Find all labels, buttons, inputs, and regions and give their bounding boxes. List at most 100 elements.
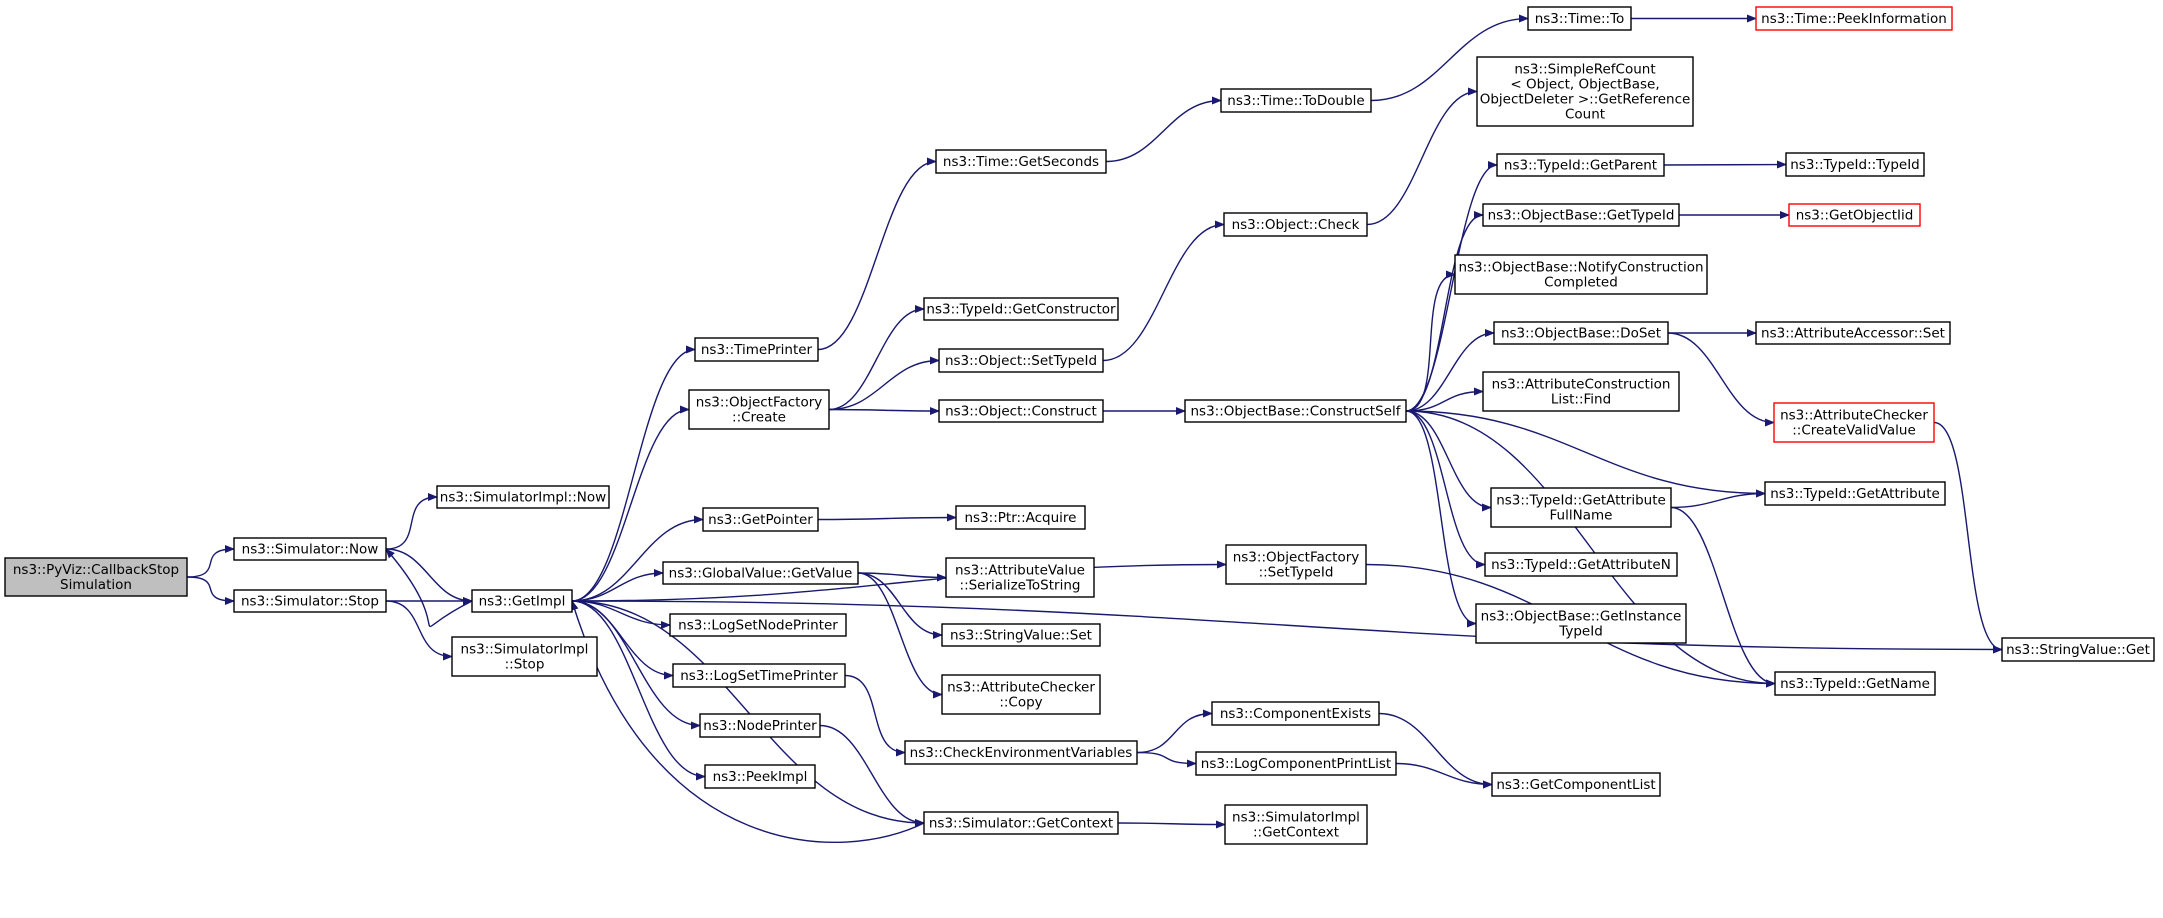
node-objbase-constructself[interactable]: ns3::ObjectBase::ConstructSelf xyxy=(1184,399,1407,423)
node-attrchecker-createvalidvalue[interactable]: ns3::AttributeChecker::CreateValidValue xyxy=(1773,402,1935,443)
node-box[interactable] xyxy=(1490,487,1672,528)
node-box[interactable] xyxy=(1211,701,1380,726)
node-box[interactable] xyxy=(1482,371,1680,412)
node-typeid-getparent[interactable]: ns3::TypeId::GetParent xyxy=(1496,153,1665,177)
node-simimpl-getcontext[interactable]: ns3::SimulatorImpl::GetContext xyxy=(1224,804,1368,845)
node-box[interactable] xyxy=(1493,321,1669,345)
node-attraccessor-set[interactable]: ns3::AttributeAccessor::Set xyxy=(1755,321,1951,345)
node-componentexists[interactable]: ns3::ComponentExists xyxy=(1211,701,1380,726)
node-checkenv[interactable]: ns3::CheckEnvironmentVariables xyxy=(904,740,1138,765)
node-nodeprinter[interactable]: ns3::NodePrinter xyxy=(699,713,821,738)
node-box[interactable] xyxy=(451,636,598,677)
node-box[interactable] xyxy=(471,589,573,613)
node-sim-getcontext[interactable]: ns3::Simulator::GetContext xyxy=(923,811,1119,835)
node-box[interactable] xyxy=(1184,399,1407,423)
node-box[interactable] xyxy=(1224,804,1368,845)
node-getobjectiid[interactable]: ns3::GetObjectIid xyxy=(1788,203,1921,227)
node-ptr-acquire[interactable]: ns3::Ptr::Acquire xyxy=(955,505,1086,530)
node-box[interactable] xyxy=(1788,203,1921,227)
node-peekimpl[interactable]: ns3::PeekImpl xyxy=(704,764,816,789)
node-sim-now[interactable]: ns3::Simulator::Now xyxy=(233,537,387,561)
node-box[interactable] xyxy=(955,505,1086,530)
node-getpointer[interactable]: ns3::GetPointer xyxy=(702,507,819,532)
node-typeid-getattributen[interactable]: ns3::TypeId::GetAttributeN xyxy=(1484,552,1678,577)
node-time-to[interactable]: ns3::Time::To xyxy=(1527,6,1632,31)
node-box[interactable] xyxy=(1484,552,1678,577)
node-box[interactable] xyxy=(233,589,387,613)
node-box[interactable] xyxy=(2001,637,2155,662)
node-time-peekinformation[interactable]: ns3::Time::PeekInformation xyxy=(1755,6,1953,31)
node-box[interactable] xyxy=(436,485,610,509)
node-box[interactable] xyxy=(945,557,1095,598)
node-box[interactable] xyxy=(1773,402,1935,443)
node-box[interactable] xyxy=(1195,751,1397,776)
node-box[interactable] xyxy=(704,764,816,789)
node-box[interactable] xyxy=(923,811,1119,835)
node-typeid-getconstructor[interactable]: ns3::TypeId::GetConstructor xyxy=(923,297,1119,321)
node-logsetnodeprinter[interactable]: ns3::LogSetNodePrinter xyxy=(669,613,847,637)
node-box[interactable] xyxy=(935,149,1107,174)
node-box[interactable] xyxy=(1220,88,1372,113)
node-box[interactable] xyxy=(941,623,1101,647)
node-stringvalue-get[interactable]: ns3::StringValue::Get xyxy=(2001,637,2155,662)
node-box[interactable] xyxy=(688,389,830,430)
node-objbase-gettypeid[interactable]: ns3::ObjectBase::GetTypeId xyxy=(1482,203,1680,227)
node-objfactory-settypeid[interactable]: ns3::ObjectFactory::SetTypeId xyxy=(1225,544,1367,585)
node-simimpl-now[interactable]: ns3::SimulatorImpl::Now xyxy=(436,485,610,509)
node-logsettimeprinter[interactable]: ns3::LogSetTimePrinter xyxy=(672,663,846,688)
node-box[interactable] xyxy=(941,674,1101,715)
node-box[interactable] xyxy=(938,399,1104,423)
node-box[interactable] xyxy=(1755,321,1951,345)
node-getcomponentlist[interactable]: ns3::GetComponentList xyxy=(1491,772,1661,797)
node-sim-stop[interactable]: ns3::Simulator::Stop xyxy=(233,589,387,613)
node-objfactory-create[interactable]: ns3::ObjectFactory::Create xyxy=(688,389,830,430)
node-object-construct[interactable]: ns3::Object::Construct xyxy=(938,399,1104,423)
node-box[interactable] xyxy=(1491,772,1661,797)
node-objbase-doset[interactable]: ns3::ObjectBase::DoSet xyxy=(1493,321,1669,345)
node-globalvalue-getvalue[interactable]: ns3::GlobalValue::GetValue xyxy=(662,561,859,585)
node-typeid-typeid[interactable]: ns3::TypeId::TypeId xyxy=(1785,152,1925,177)
node-box[interactable] xyxy=(1223,212,1368,237)
node-time-getseconds[interactable]: ns3::Time::GetSeconds xyxy=(935,149,1107,174)
node-box[interactable] xyxy=(1755,6,1953,31)
node-typeid-getattribute[interactable]: ns3::TypeId::GetAttribute xyxy=(1764,481,1946,506)
node-attrchecker-copy[interactable]: ns3::AttributeChecker::Copy xyxy=(941,674,1101,715)
node-box[interactable] xyxy=(923,297,1119,321)
node-box[interactable] xyxy=(694,337,819,362)
node-box[interactable] xyxy=(669,613,847,637)
node-box[interactable] xyxy=(1774,671,1936,696)
node-time-todouble[interactable]: ns3::Time::ToDouble xyxy=(1220,88,1372,113)
node-logcomponentprintlist[interactable]: ns3::LogComponentPrintList xyxy=(1195,751,1397,776)
node-box[interactable] xyxy=(1225,544,1367,585)
node-objbase-notify[interactable]: ns3::ObjectBase::NotifyConstructionCompl… xyxy=(1454,254,1708,295)
node-box[interactable] xyxy=(1482,203,1680,227)
node-box[interactable] xyxy=(1475,603,1687,644)
node-object-check[interactable]: ns3::Object::Check xyxy=(1223,212,1368,237)
node-timeprinter[interactable]: ns3::TimePrinter xyxy=(694,337,819,362)
node-typeid-getname[interactable]: ns3::TypeId::GetName xyxy=(1774,671,1936,696)
node-simplerefcount[interactable]: ns3::SimpleRefCount< Object, ObjectBase,… xyxy=(1476,56,1694,127)
node-box[interactable] xyxy=(699,713,821,738)
node-object-settypeid[interactable]: ns3::Object::SetTypeId xyxy=(938,348,1104,373)
node-box[interactable] xyxy=(1785,152,1925,177)
node-box[interactable] xyxy=(4,557,188,597)
node-box[interactable] xyxy=(1476,56,1694,127)
node-box[interactable] xyxy=(672,663,846,688)
node-box[interactable] xyxy=(1454,254,1708,295)
node-attrvalue-serialize[interactable]: ns3::AttributeValue::SerializeToString xyxy=(945,557,1095,598)
node-box[interactable] xyxy=(1764,481,1946,506)
node-box[interactable] xyxy=(1496,153,1665,177)
node-getimpl[interactable]: ns3::GetImpl xyxy=(471,589,573,613)
node-box[interactable] xyxy=(662,561,859,585)
node-box[interactable] xyxy=(904,740,1138,765)
node-box[interactable] xyxy=(702,507,819,532)
node-simimpl-stop[interactable]: ns3::SimulatorImpl::Stop xyxy=(451,636,598,677)
node-box[interactable] xyxy=(1527,6,1632,31)
node-stringvalue-set[interactable]: ns3::StringValue::Set xyxy=(941,623,1101,647)
node-box[interactable] xyxy=(233,537,387,561)
node-box[interactable] xyxy=(938,348,1104,373)
